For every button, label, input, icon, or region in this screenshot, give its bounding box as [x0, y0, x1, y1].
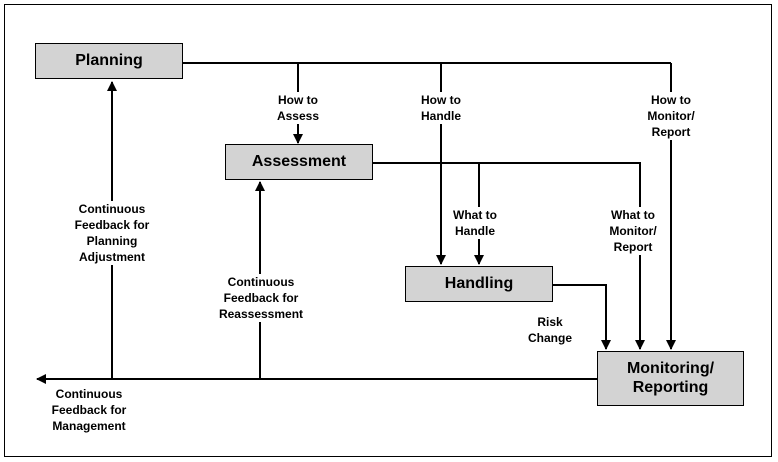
what-to-handle-label: What to Handle [442, 207, 508, 239]
handling-box: Handling [405, 266, 553, 302]
risk-change-arrow [553, 284, 611, 350]
feedback-reassessment-label: Continuous Feedback for Reassessment [206, 274, 316, 322]
how-to-handle-label: How to Handle [408, 92, 474, 124]
assessment-bus-line [373, 162, 645, 350]
planning-box: Planning [35, 43, 183, 79]
assessment-box: Assessment [225, 144, 373, 180]
how-to-monitor-label: How to Monitor/ Report [638, 92, 704, 140]
what-to-monitor-label: What to Monitor/ Report [600, 207, 666, 255]
how-to-assess-label: How to Assess [262, 92, 334, 124]
diagram-frame [4, 4, 772, 457]
risk-change-label: Risk Change [527, 315, 572, 345]
feedback-management-label: Continuous Feedback for Management [51, 387, 127, 433]
monitoring-reporting-box: Monitoring/ Reporting [597, 351, 744, 406]
feedback-planning-label: Continuous Feedback for Planning Adjustm… [57, 201, 167, 265]
